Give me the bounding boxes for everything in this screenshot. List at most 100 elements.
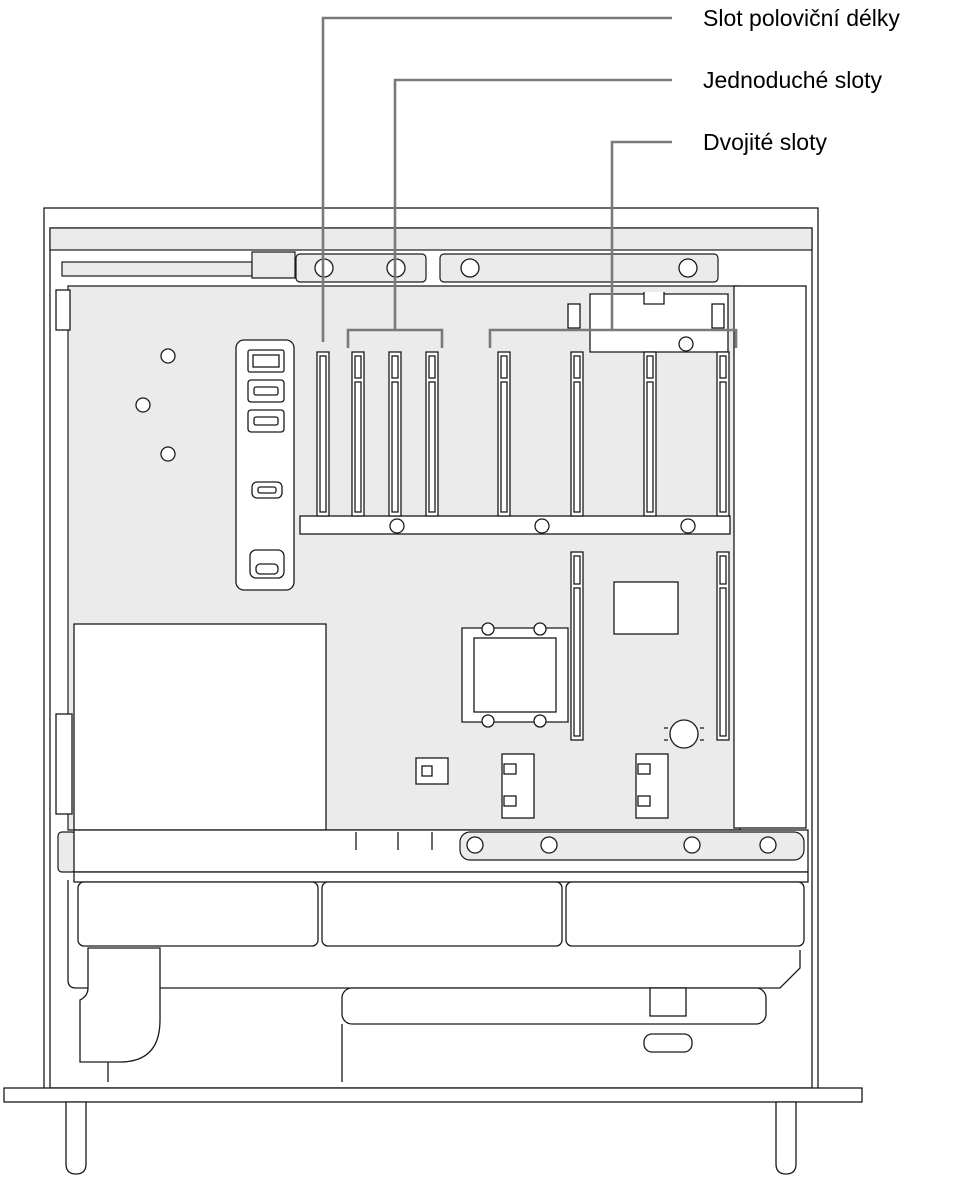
usb-a-port-icon bbox=[247, 409, 285, 433]
slot-channel bbox=[573, 381, 581, 513]
chip bbox=[613, 581, 679, 635]
power-connector bbox=[635, 753, 669, 819]
slot-key bbox=[719, 355, 727, 379]
half-length-slot-label: Slot poloviční délky bbox=[703, 5, 900, 31]
double-slot bbox=[716, 351, 730, 517]
screw bbox=[466, 836, 484, 854]
double-slot bbox=[643, 351, 657, 517]
coin-battery bbox=[669, 719, 699, 749]
right-bay bbox=[733, 285, 807, 829]
cpu-socket-frame bbox=[461, 627, 569, 723]
slot-body bbox=[316, 351, 330, 517]
header-pins bbox=[252, 354, 280, 368]
single-slot bbox=[388, 351, 402, 517]
mpx-connector bbox=[716, 551, 730, 741]
slot-body bbox=[425, 351, 439, 517]
connector-pin bbox=[503, 795, 517, 807]
double-slots-label: Dvojité sloty bbox=[703, 129, 827, 155]
latch-inner bbox=[255, 563, 279, 575]
bracket-clip bbox=[567, 303, 581, 329]
screw bbox=[678, 258, 698, 278]
tray-handle bbox=[643, 1033, 693, 1053]
bracket-clip bbox=[711, 303, 725, 329]
slot-body bbox=[570, 551, 584, 741]
bracket-notch bbox=[643, 292, 665, 305]
screw bbox=[460, 258, 480, 278]
slot-key bbox=[719, 555, 727, 585]
connector-pin bbox=[637, 795, 651, 807]
slot-body bbox=[716, 351, 730, 517]
cpu-socket bbox=[473, 637, 557, 713]
callout-leaders bbox=[321, 16, 738, 348]
half-length-slot bbox=[316, 351, 330, 517]
slot-channel bbox=[573, 587, 581, 737]
rail-tab bbox=[57, 831, 77, 873]
rail-hooks bbox=[355, 832, 433, 850]
double-slot bbox=[570, 351, 584, 517]
base-plate bbox=[3, 1087, 863, 1103]
slot-key bbox=[500, 355, 508, 379]
bottom-assembly bbox=[57, 829, 809, 1082]
single-slot bbox=[351, 351, 365, 517]
slot-body bbox=[351, 351, 365, 517]
io-card bbox=[235, 339, 295, 591]
screw bbox=[683, 836, 701, 854]
slot-channel bbox=[500, 381, 508, 513]
mounting-hole bbox=[160, 348, 176, 364]
socket-screw bbox=[533, 714, 547, 728]
slot-body bbox=[643, 351, 657, 517]
slot-channel bbox=[428, 381, 436, 513]
single-slots-label: Jednoduché sloty bbox=[703, 67, 883, 93]
slot-key bbox=[354, 355, 362, 379]
pcie-slots bbox=[299, 351, 731, 741]
screw bbox=[389, 518, 405, 534]
screw bbox=[680, 518, 696, 534]
slot-key bbox=[428, 355, 436, 379]
battery-clips bbox=[664, 727, 704, 741]
slot-body bbox=[388, 351, 402, 517]
lower-tray bbox=[341, 987, 767, 1025]
power-supply bbox=[73, 623, 327, 831]
fan-bay bbox=[565, 881, 805, 947]
slot-channel bbox=[391, 381, 399, 513]
slot-channel bbox=[354, 381, 362, 513]
tray-latch bbox=[649, 987, 687, 1017]
double-slot bbox=[497, 351, 511, 517]
port-inner bbox=[257, 486, 277, 494]
single-slot bbox=[425, 351, 439, 517]
top-left-bar bbox=[61, 261, 253, 277]
socket-screw bbox=[481, 622, 495, 636]
screw bbox=[540, 836, 558, 854]
screw bbox=[534, 518, 550, 534]
power-connector bbox=[501, 753, 535, 819]
single-slots-leader bbox=[346, 78, 672, 348]
slot-channel bbox=[719, 587, 727, 737]
slot-channel bbox=[646, 381, 654, 513]
thunderbolt-port-icon bbox=[251, 481, 283, 499]
fan-bay bbox=[77, 881, 319, 947]
top-bracket bbox=[251, 251, 296, 279]
slot-key bbox=[391, 355, 399, 379]
psu-block bbox=[73, 623, 327, 831]
connector-pin bbox=[503, 763, 517, 775]
side-edge bbox=[67, 880, 88, 989]
foot-left bbox=[65, 1101, 87, 1175]
top-rail bbox=[49, 227, 813, 251]
port-inner bbox=[253, 386, 279, 396]
left-tab bbox=[55, 713, 73, 815]
left-tab bbox=[55, 289, 71, 331]
connector-pin bbox=[421, 765, 433, 777]
fan-bay bbox=[321, 881, 563, 947]
slot-body bbox=[716, 551, 730, 741]
slot-body bbox=[497, 351, 511, 517]
mounting-hole bbox=[135, 397, 151, 413]
rail-lip bbox=[73, 871, 809, 883]
base bbox=[3, 1087, 863, 1175]
top-screw-plate-right bbox=[439, 253, 719, 283]
rail-screw-plate bbox=[459, 831, 805, 861]
port-inner bbox=[253, 416, 279, 426]
usb-a-port-icon bbox=[247, 379, 285, 403]
cpu-area bbox=[415, 581, 704, 819]
